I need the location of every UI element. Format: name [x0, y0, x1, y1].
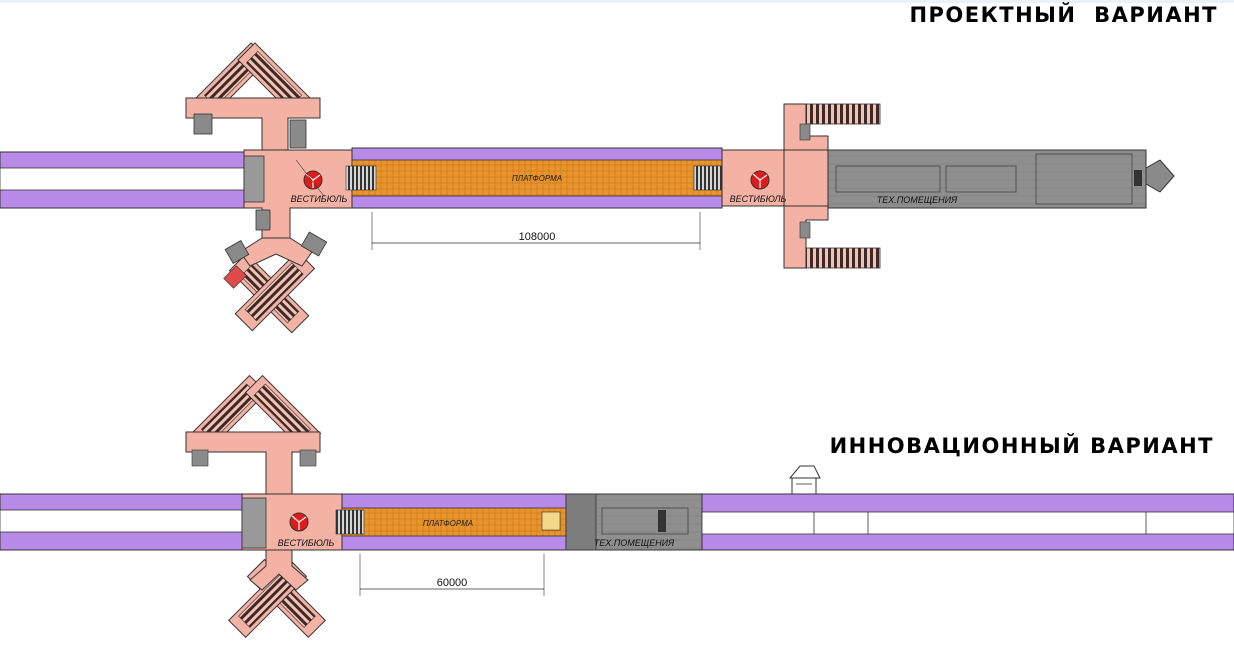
escalator-icon: [693, 165, 725, 191]
project-tech-rooms: [827, 149, 1175, 209]
label-vestibule-left: ВЕСТИБЮЛЬ: [291, 194, 348, 204]
escalator-icon: [335, 509, 365, 535]
innovative-dimension-line: [359, 554, 545, 596]
project-left-vestibule: [185, 42, 353, 334]
label-vestibule-innov: ВЕСТИБЮЛЬ: [278, 538, 335, 548]
label-tech-rooms-innov: ТЕХ.ПОМЕЩЕНИЯ: [594, 538, 675, 548]
project-dimension-line: [371, 212, 701, 250]
label-project-length: 108000: [519, 231, 556, 243]
label-innovative-length: 60000: [437, 577, 468, 589]
innovative-platform: [335, 493, 567, 551]
project-platform: [345, 147, 725, 209]
innovative-right-tracks: [701, 465, 1234, 551]
top-edge-line: [0, 0, 1234, 3]
label-platform-innov: ПЛАТФОРМА: [423, 519, 473, 528]
innovative-variant-plan: ПЛАТФОРМА ВЕСТИБЮЛЬ ТЕХ.ПОМЕЩЕНИЯ 60000: [0, 374, 1234, 639]
innovative-left-tracks: [0, 493, 246, 551]
heading-innovative-variant: ИННОВАЦИОННЫЙ ВАРИАНТ: [829, 434, 1214, 458]
project-left-tracks: [0, 151, 246, 209]
innovative-tech-rooms: [565, 493, 703, 551]
ventilation-kiosk-icon: [788, 465, 821, 495]
label-vestibule-right: ВЕСТИБЮЛЬ: [730, 194, 787, 204]
label-platform: ПЛАТФОРМА: [512, 174, 562, 183]
label-tech-rooms: ТЕХ.ПОМЕЩЕНИЯ: [877, 195, 958, 205]
heading-project-variant: ПРОЕКТНЫЙ ВАРИАНТ: [909, 3, 1218, 27]
project-variant-plan: ПЛАТФОРМА ВЕСТИБЮЛЬ ВЕСТИБЮЛЬ ТЕХ.ПОМЕЩЕ…: [0, 42, 1175, 334]
innovative-vestibule: [185, 374, 343, 639]
escalator-icon: [345, 165, 377, 191]
project-right-vestibule: [721, 103, 881, 269]
